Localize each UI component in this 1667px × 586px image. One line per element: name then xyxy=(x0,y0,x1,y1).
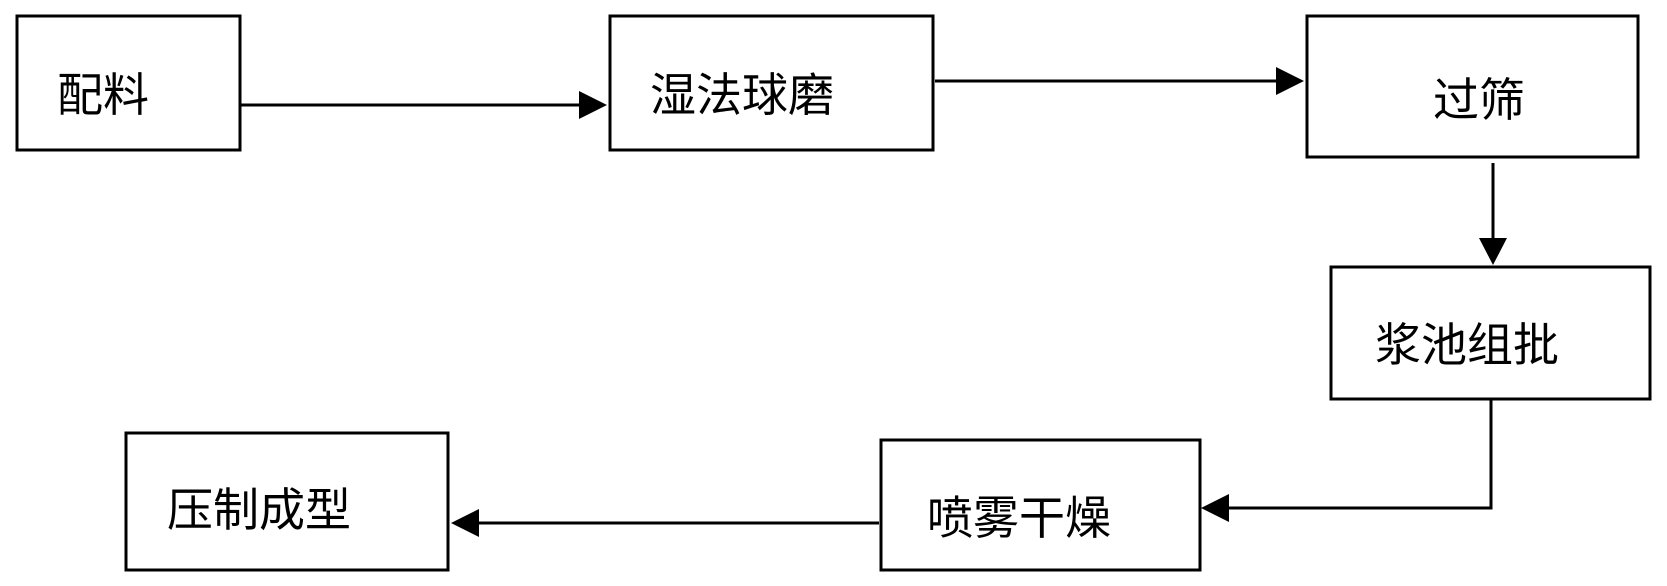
arrowhead-into-spray xyxy=(1201,494,1229,522)
step-spray-drying: 喷雾干燥 xyxy=(879,438,1202,572)
step-box xyxy=(879,438,1202,572)
step-batching: 配料 xyxy=(15,14,242,152)
step-box xyxy=(1329,265,1652,401)
step-box xyxy=(124,431,450,572)
step-label: 过筛 xyxy=(1433,73,1525,127)
step-label: 浆池组批 xyxy=(1375,318,1559,372)
step-label: 湿法球磨 xyxy=(650,68,834,122)
arrowhead-into-sieving xyxy=(1276,67,1304,95)
connector-slurry-to-spray xyxy=(1228,398,1493,510)
step-label: 配料 xyxy=(57,68,149,122)
arrowhead-into-press xyxy=(451,509,479,537)
step-press-forming: 压制成型 xyxy=(124,431,450,572)
step-sieving: 过筛 xyxy=(1305,14,1640,159)
step-box xyxy=(1305,14,1640,159)
step-label: 喷雾干燥 xyxy=(927,491,1111,545)
arrowhead-into-milling xyxy=(579,91,607,119)
step-box xyxy=(15,14,242,152)
step-slurry-pool-batching: 浆池组批 xyxy=(1329,265,1652,401)
arrowhead-into-slurry xyxy=(1479,238,1507,265)
step-label: 压制成型 xyxy=(167,483,351,537)
step-box xyxy=(608,14,935,152)
connectors xyxy=(241,67,1507,537)
step-wet-ball-milling: 湿法球磨 xyxy=(608,14,935,152)
